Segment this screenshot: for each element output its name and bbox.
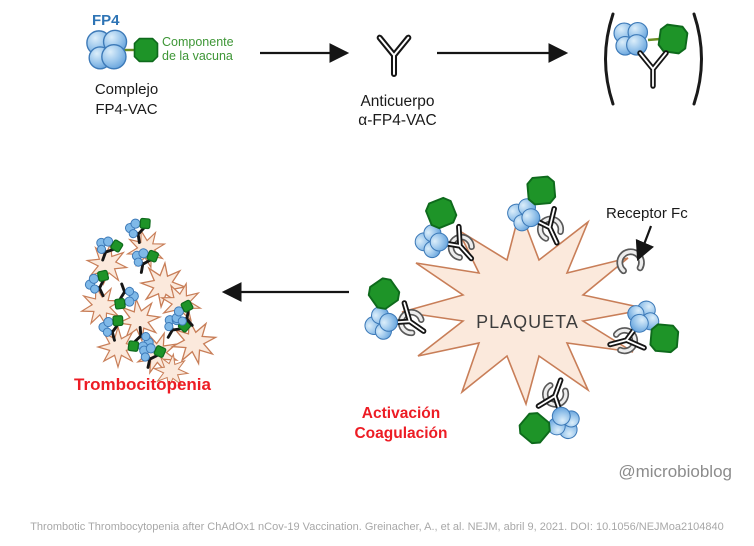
citation-caption: Thrombotic Thrombocytopenia after ChAdOx… [30,521,724,533]
receptor-fc-arrow [635,225,655,262]
antibody-icon [640,53,666,86]
platelet-aggregate [73,215,221,391]
fc-receptor-icon [618,250,642,271]
fp4-cluster-icon [613,21,649,56]
vaccine-octagon-icon [133,37,159,63]
activation-coagulation-label: Activación Coagulación [354,405,448,442]
vaccine-octagon-icon [656,22,690,56]
fp4-label: FP4 [92,12,120,29]
immune-complex-group [604,12,703,106]
fp4-vac-complex-group [86,29,159,70]
left-bracket [604,12,615,106]
antibody-label: Anticuerpo α-FP4-VAC [358,93,437,129]
watermark: @microbioblog [618,462,732,481]
fp4-cluster-icon [86,29,128,70]
platelet-label: PLAQUETA [476,312,579,332]
thrombocytopenia-label: Trombocitopenia [74,375,211,394]
complex-fp4-vac-label: Complejo FP4-VAC [94,81,159,118]
platelet-star [401,207,649,407]
vaccine-component-label: Componente de la vacuna [162,35,234,63]
right-bracket [692,12,703,106]
antibody-icon [380,38,409,74]
receptor-fc-label: Receptor Fc [606,205,688,222]
complex-connector-line [647,37,661,42]
